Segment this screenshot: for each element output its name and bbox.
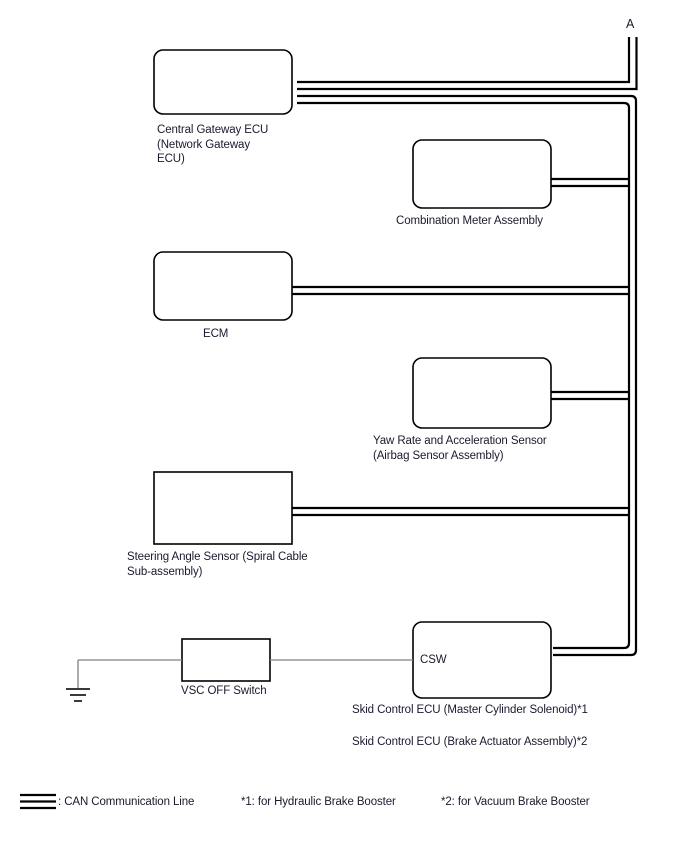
branch-yaw-rate-sensor [551,390,629,401]
branch-ecm [292,285,629,296]
box-steering-angle-sensor [153,471,293,545]
label-yaw-rate-sensor: Yaw Rate and Acceleration Sensor (Airbag… [373,435,547,462]
ground-symbol [66,688,90,702]
box-ecm [153,251,293,321]
box-yaw-rate-sensor [412,357,552,429]
box-combination-meter-assembly [412,139,552,209]
bus-trunk-a-upper [297,37,638,91]
branch-steering-angle-sensor [292,506,629,517]
legend-can-swatch [20,793,56,810]
vsc-switch-circuit [77,659,413,688]
legend-note-1: *1: for Hydraulic Brake Booster [241,796,396,808]
label-skid-control-ecu-primary: Skid Control ECU (Master Cylinder Soleno… [352,704,588,716]
legend-note-2: *2: for Vacuum Brake Booster [441,796,590,808]
legend-can-line-text: : CAN Communication Line [58,796,195,808]
label-central-gateway-ecu: Central Gateway ECU (Network Gateway ECU… [157,124,269,165]
branch-combination-meter [551,177,629,188]
label-ecm: ECM [203,328,229,340]
box-central-gateway-ecu [153,49,293,115]
label-csw-inner: CSW [420,654,447,666]
bus-terminal-label-a: A [626,17,635,31]
bus-trunk-main [297,94,638,657]
box-vsc-off-switch [181,638,271,682]
label-skid-control-ecu-alt: Skid Control ECU (Brake Actuator Assembl… [352,736,588,748]
label-vsc-off-switch: VSC OFF Switch [181,685,267,697]
label-steering-angle-sensor: Steering Angle Sensor (Spiral Cable Sub-… [127,551,308,578]
label-combination-meter-assembly: Combination Meter Assembly [396,215,543,227]
